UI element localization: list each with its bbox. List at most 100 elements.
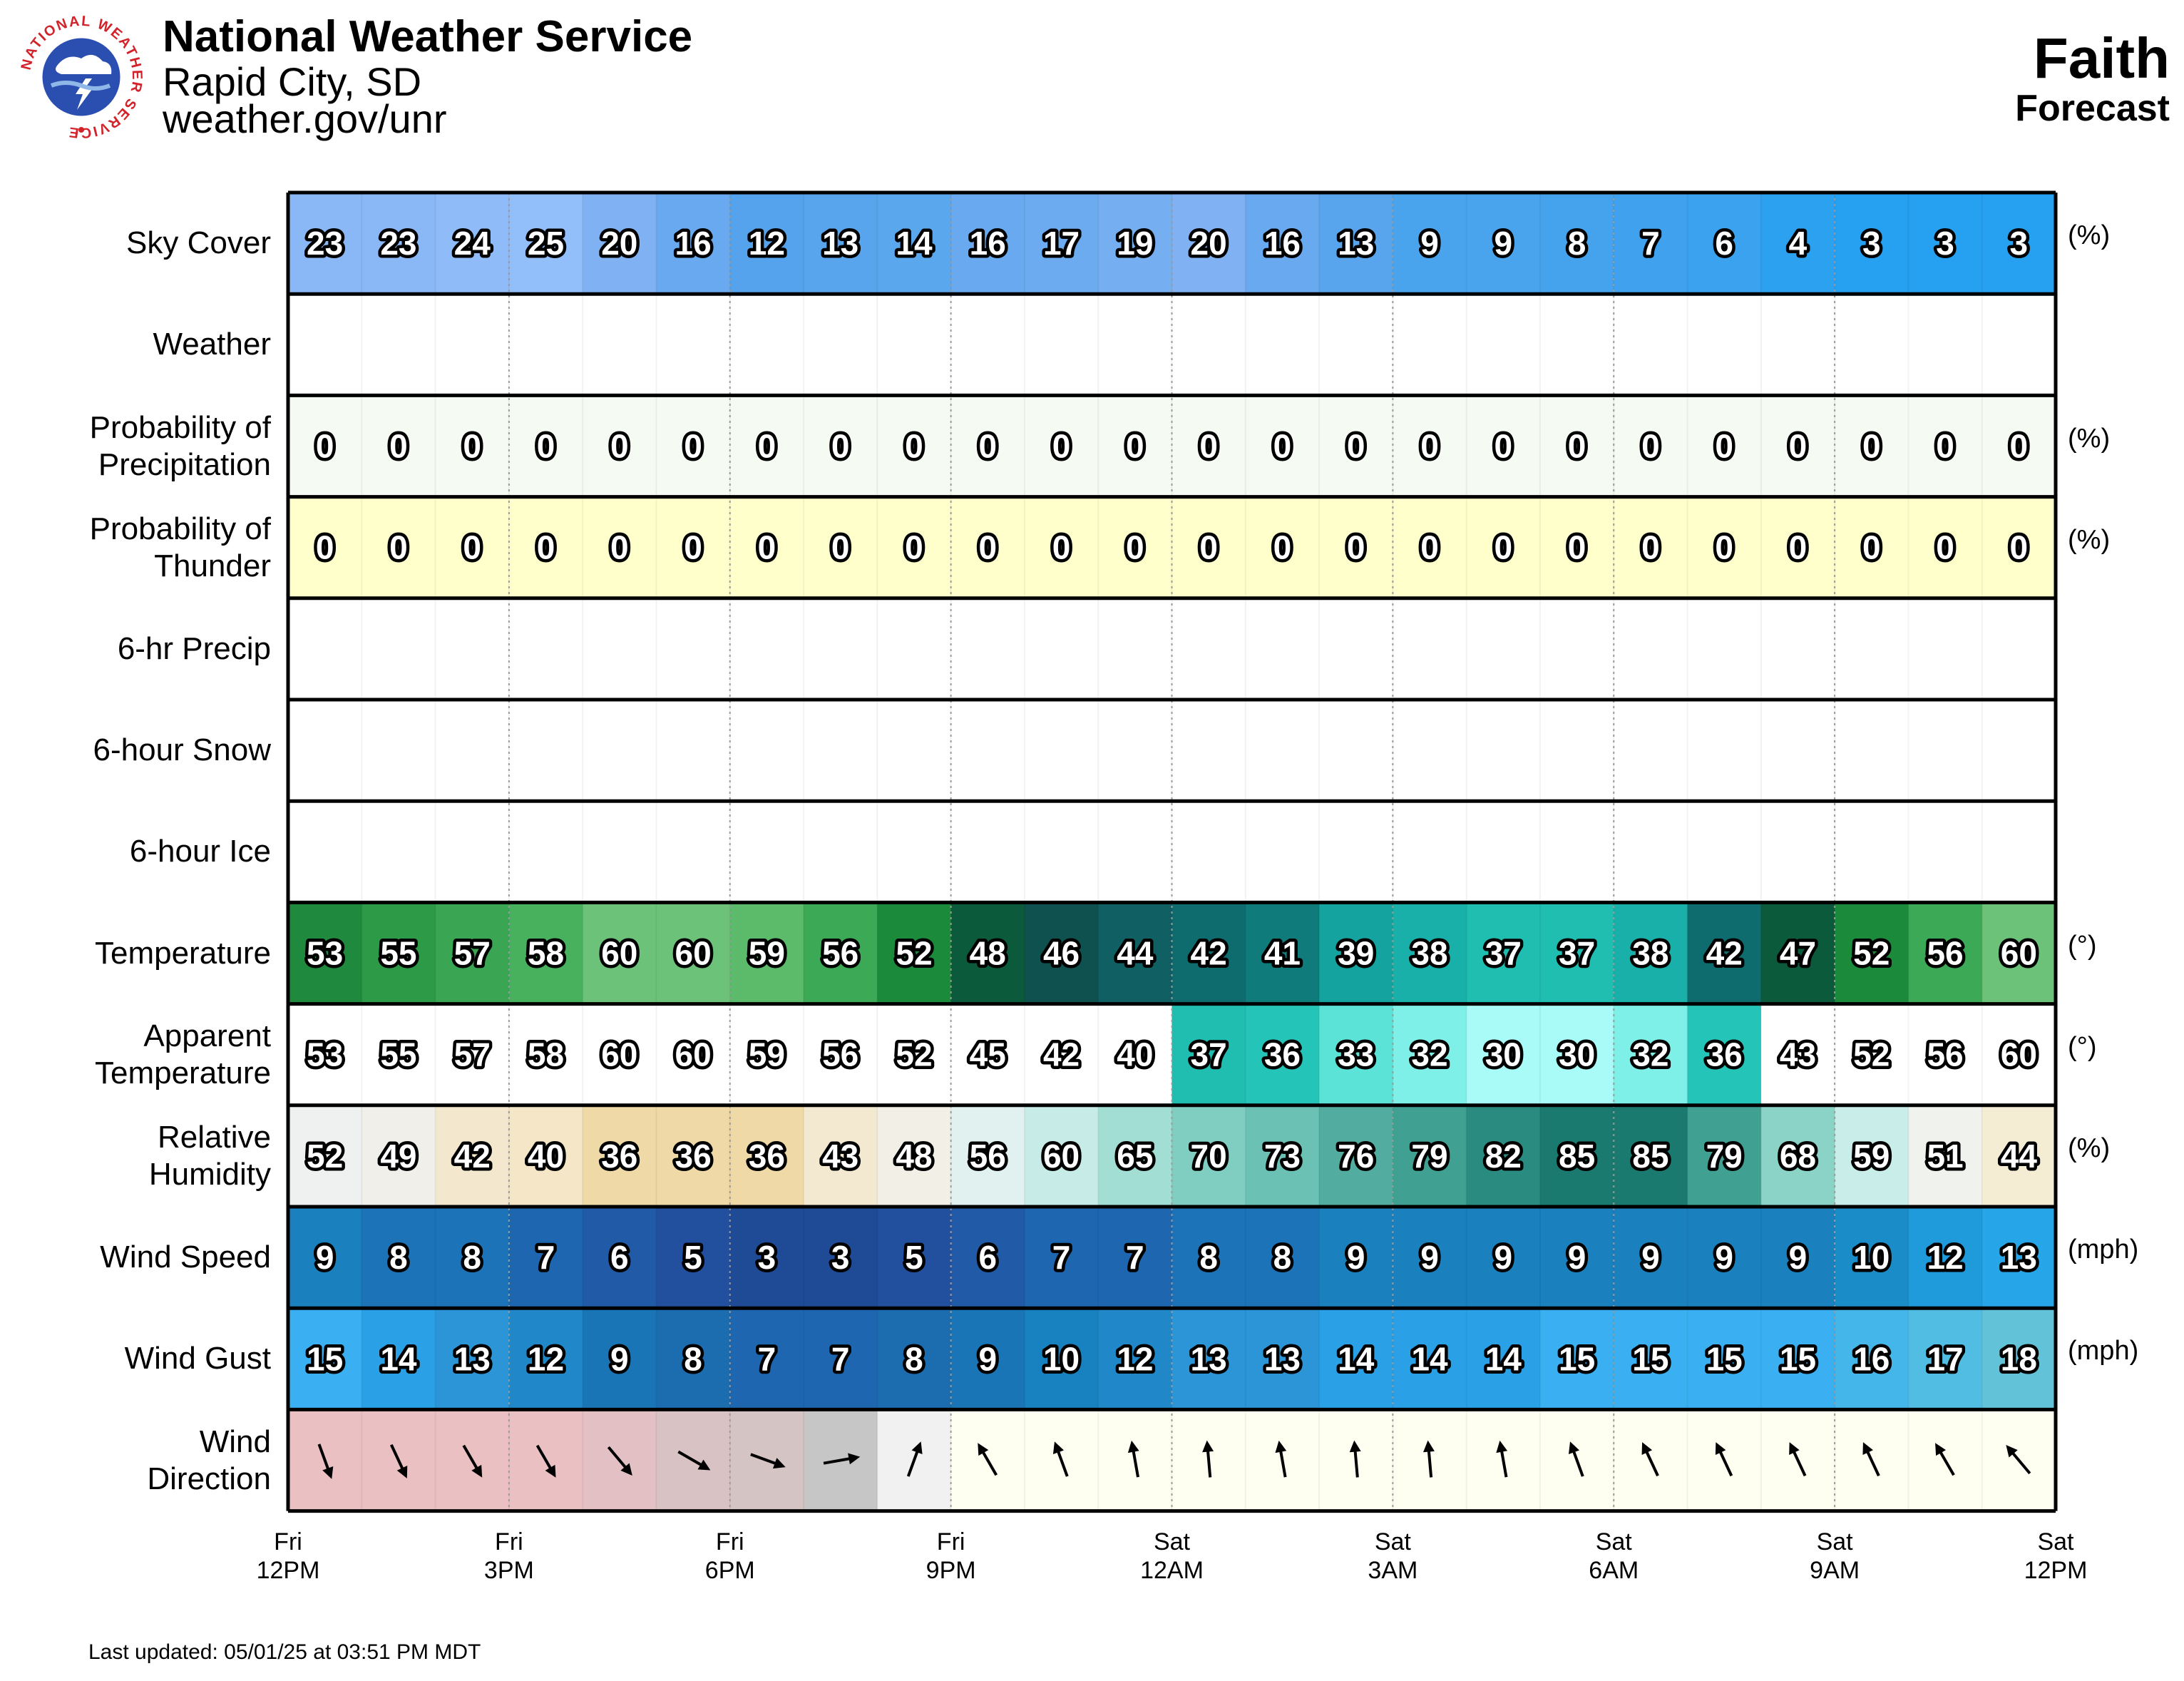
cell-value-pop: 0 [905, 428, 923, 465]
row-label-line: Apparent [143, 1018, 271, 1053]
cell-wind [1245, 1207, 1320, 1309]
cell-apparent [1466, 1003, 1541, 1105]
cell-value-thunder: 0 [905, 529, 923, 566]
cell-gust [583, 1308, 657, 1410]
cell-snow6 [1466, 700, 1541, 802]
cell-value-rh: 40 [528, 1138, 564, 1175]
cell-value-pop: 0 [758, 428, 776, 465]
cell-value-thunder: 0 [978, 529, 997, 566]
cell-apparent [1982, 1003, 2056, 1105]
cell-apparent [1908, 1003, 1983, 1105]
wind-direction-arrow [906, 1441, 923, 1477]
time-axis-day: Sat [1816, 1528, 1853, 1555]
wind-arrow-shaft [677, 1450, 704, 1468]
cell-pop [656, 395, 731, 497]
grid-row-wdir [288, 1409, 2056, 1511]
wind-arrow-shaft [317, 1444, 330, 1472]
cell-rh [804, 1105, 878, 1207]
cell-value-sky: 16 [970, 225, 1006, 262]
cell-value-temp: 59 [749, 935, 785, 972]
cell-temp [656, 902, 731, 1004]
grid-row-weather [288, 294, 2056, 396]
cell-gust [288, 1308, 362, 1410]
time-axis-day: Fri [274, 1528, 302, 1555]
cell-value-sky: 25 [528, 225, 564, 262]
cell-gust [1466, 1308, 1541, 1410]
time-axis-day: Sat [1595, 1528, 1632, 1555]
cell-value-wind: 12 [1927, 1239, 1963, 1276]
cell-value-rh: 51 [1927, 1138, 1963, 1175]
wind-arrow-shaft [1056, 1448, 1069, 1477]
time-axis-day: Fri [715, 1528, 744, 1555]
wind-arrow-head [1641, 1442, 1653, 1456]
cell-value-thunder: 0 [1715, 529, 1733, 566]
cell-value-gust: 12 [528, 1340, 564, 1377]
cell-qpf6 [656, 598, 731, 700]
cell-value-temp: 44 [1117, 935, 1154, 972]
cell-gust [1760, 1308, 1835, 1410]
cell-weather [288, 294, 362, 396]
wind-arrow-head [1423, 1440, 1435, 1453]
cell-value-apparent: 52 [896, 1036, 932, 1073]
cell-value-sky: 6 [1715, 225, 1733, 262]
cell-wind [1539, 1207, 1614, 1309]
cell-value-sky: 3 [1936, 225, 1954, 262]
wind-arrow-shaft [1644, 1449, 1659, 1477]
cell-qpf6 [1024, 598, 1099, 700]
cell-snow6 [1098, 700, 1173, 802]
cell-gust [1393, 1308, 1467, 1410]
cell-value-apparent: 60 [2001, 1036, 2037, 1073]
row-label-line: Probability of [89, 511, 271, 546]
cell-ice6 [1687, 801, 1762, 903]
cell-thunder [1393, 496, 1467, 598]
wind-arrow-shaft [389, 1444, 405, 1471]
time-axis-day: Sat [1153, 1528, 1191, 1555]
cell-gust [729, 1308, 804, 1410]
cell-ice6 [1393, 801, 1467, 903]
cell-value-rh: 85 [1559, 1138, 1595, 1175]
cell-wind [435, 1207, 510, 1309]
cell-value-temp: 42 [1706, 935, 1743, 972]
cell-ice6 [1098, 801, 1173, 903]
cell-temp [1319, 902, 1393, 1004]
cell-value-pop: 0 [2010, 428, 2029, 465]
wind-direction-arrow [1496, 1440, 1508, 1478]
row-label-line: Temperature [94, 1055, 271, 1090]
cell-sky [1245, 193, 1320, 295]
wind-direction-arrow [2006, 1445, 2031, 1475]
cell-value-pop: 0 [831, 428, 850, 465]
cell-thunder [1245, 496, 1320, 598]
cell-qpf6 [950, 598, 1025, 700]
cell-value-rh: 36 [749, 1138, 785, 1175]
cell-qpf6 [1098, 598, 1173, 700]
cell-snow6 [1024, 700, 1099, 802]
cell-wind [583, 1207, 657, 1309]
cell-wind [288, 1207, 362, 1309]
row-label-qpf6: 6-hr Precip [118, 630, 271, 668]
cell-apparent [362, 1003, 436, 1105]
cell-value-apparent: 55 [380, 1036, 416, 1073]
cell-snow6 [729, 700, 804, 802]
cell-pop [1760, 395, 1835, 497]
cell-sky [1614, 193, 1688, 295]
cell-sky [1982, 193, 2056, 295]
wind-arrow-head [1496, 1440, 1508, 1453]
cell-value-rh: 76 [1338, 1138, 1374, 1175]
cell-sky [508, 193, 583, 295]
cell-apparent [435, 1003, 510, 1105]
time-axis-day: Fri [495, 1528, 523, 1555]
cell-temp [288, 902, 362, 1004]
wind-arrow-shaft [1865, 1449, 1880, 1477]
wind-arrow-head [1789, 1442, 1800, 1456]
cell-thunder [729, 496, 804, 598]
cell-value-pop: 0 [1936, 428, 1954, 465]
cell-value-rh: 79 [1706, 1138, 1743, 1175]
